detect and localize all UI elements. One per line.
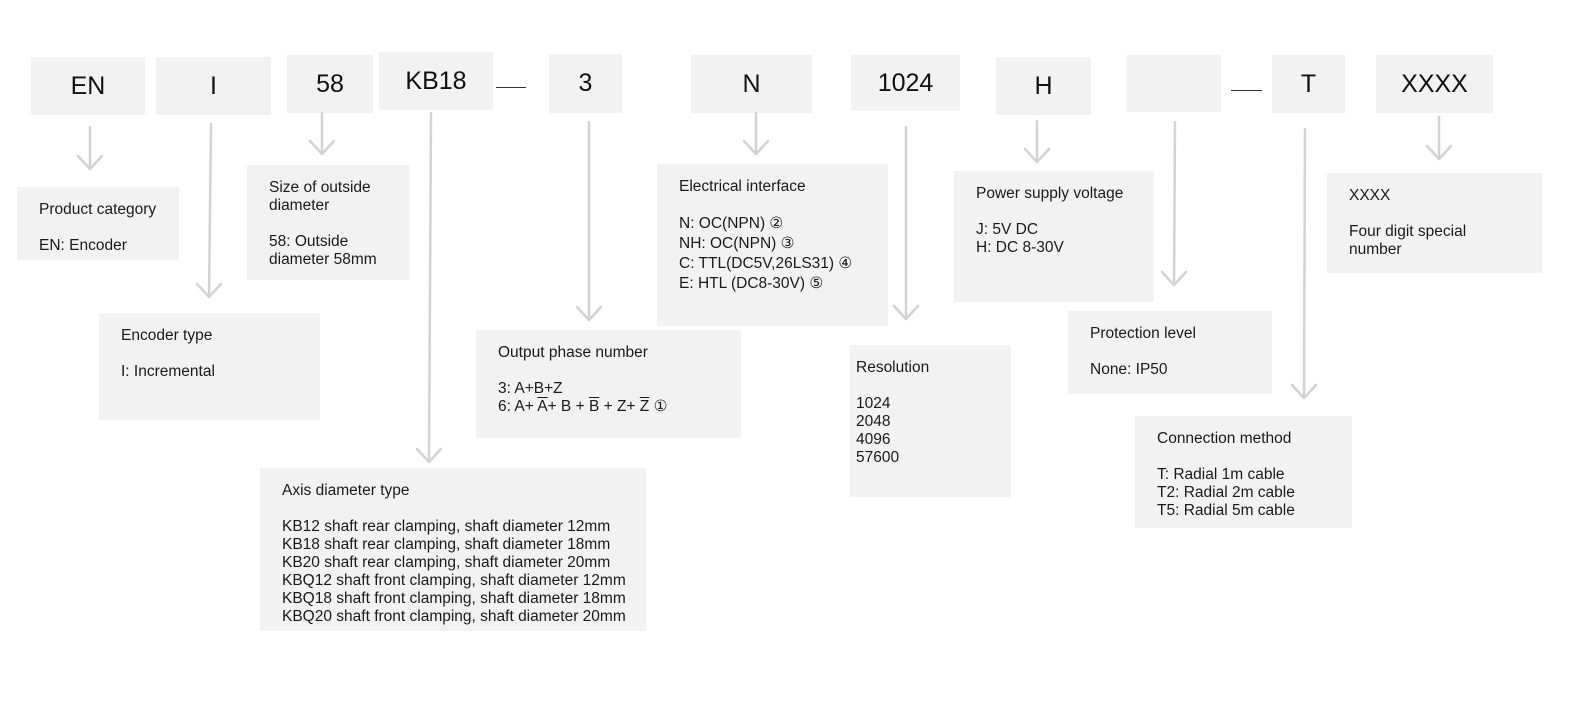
box-title: Protection level bbox=[1090, 325, 1196, 342]
box-line: 2048 bbox=[856, 413, 891, 430]
box-line: EN: Encoder bbox=[39, 237, 127, 254]
box-line: T5: Radial 5m cable bbox=[1157, 502, 1295, 519]
box-title: Product category bbox=[39, 201, 157, 218]
box-outside-diameter: Size of outside diameter 58: Outside dia… bbox=[247, 165, 410, 280]
code-segment-kb: KB18 bbox=[379, 52, 493, 110]
code-segment-phase: 3 bbox=[549, 54, 622, 113]
code-label: 3 bbox=[578, 69, 593, 97]
code-label: N bbox=[742, 69, 761, 98]
box-line: 4096 bbox=[856, 431, 891, 448]
box-title: XXXX bbox=[1349, 187, 1391, 204]
box-line: Four digit special number bbox=[1349, 223, 1467, 258]
box-output-phase: Output phase number 3: A+B+Z 6: A+ A+ B … bbox=[476, 330, 741, 438]
code-segment-en: EN bbox=[31, 57, 145, 115]
code-label: 58 bbox=[316, 69, 344, 98]
box-line: J: 5V DC bbox=[976, 221, 1039, 238]
box-line: T: Radial 1m cable bbox=[1157, 466, 1285, 483]
box-line: C: TTL(DC5V,26LS31) ④ bbox=[679, 255, 853, 272]
box-connection-method: Connection method T: Radial 1m cable T2:… bbox=[1135, 416, 1352, 528]
box-line: I: Incremental bbox=[121, 363, 215, 380]
code-segment-protection bbox=[1126, 55, 1221, 112]
phase-text: 6: A+ bbox=[498, 398, 538, 415]
code-label: I bbox=[210, 71, 217, 100]
code-label: KB18 bbox=[405, 66, 467, 95]
box-product-category: Product category EN: Encoder bbox=[17, 187, 179, 260]
arrow-encoder-type bbox=[207, 122, 213, 299]
box-line-phase6: 6: A+ A+ B + B + Z+ Z ① bbox=[498, 398, 719, 416]
box-axis-diameter: Axis diameter type KB12 shaft rear clamp… bbox=[260, 468, 646, 631]
box-line: KB20 shaft rear clamping, shaft diameter… bbox=[282, 554, 611, 571]
phase-note: ① bbox=[649, 398, 668, 415]
phase-text: + B + bbox=[547, 398, 589, 415]
code-segment-special: XXXX bbox=[1376, 55, 1493, 113]
box-special-number: XXXX Four digit special number bbox=[1327, 173, 1542, 273]
box-power-supply: Power supply voltage J: 5V DC H: DC 8-30… bbox=[954, 171, 1154, 302]
box-title: Encoder type bbox=[121, 327, 213, 344]
box-title: Axis diameter type bbox=[282, 482, 410, 499]
code-segment-connection: T bbox=[1272, 55, 1345, 113]
phase-a-inverted: A bbox=[537, 398, 548, 415]
code-segment-size: 58 bbox=[287, 55, 373, 113]
box-title: Size of outside diameter bbox=[269, 179, 371, 214]
code-segment-interface: N bbox=[691, 55, 812, 113]
box-line: H: DC 8-30V bbox=[976, 239, 1064, 256]
phase-z-inverted: Z bbox=[639, 398, 650, 415]
box-title: Electrical interface bbox=[679, 178, 806, 195]
phase-text: + Z+ bbox=[599, 398, 640, 415]
code-label: XXXX bbox=[1401, 69, 1468, 98]
box-line: KBQ18 shaft front clamping, shaft diamet… bbox=[282, 590, 626, 607]
box-line: None: IP50 bbox=[1090, 361, 1168, 378]
arrow-protection-level bbox=[1172, 120, 1177, 287]
box-electrical-interface: Electrical interface N: OC(NPN) ② NH: OC… bbox=[657, 164, 888, 326]
box-line: KB12 shaft rear clamping, shaft diameter… bbox=[282, 518, 611, 535]
code-label: H bbox=[1034, 71, 1053, 100]
box-title: Power supply voltage bbox=[976, 185, 1124, 202]
box-resolution: Resolution 1024 2048 4096 57600 bbox=[850, 345, 1011, 497]
box-protection-level: Protection level None: IP50 bbox=[1068, 311, 1272, 394]
box-line: KBQ20 shaft front clamping, shaft diamet… bbox=[282, 608, 626, 625]
arrow-axis-diameter bbox=[427, 111, 433, 464]
separator-dash bbox=[496, 87, 526, 89]
code-segment-i: I bbox=[156, 57, 271, 115]
code-label: 1024 bbox=[877, 68, 934, 97]
box-title: Output phase number bbox=[498, 344, 648, 361]
code-label: T bbox=[1300, 69, 1317, 98]
box-line: T2: Radial 2m cable bbox=[1157, 484, 1295, 501]
box-line: N: OC(NPN) ② bbox=[679, 215, 784, 232]
box-title: Resolution bbox=[856, 359, 930, 376]
box-title: Connection method bbox=[1157, 430, 1292, 447]
code-segment-voltage: H bbox=[996, 57, 1091, 115]
separator-dash bbox=[1231, 90, 1262, 92]
box-line: NH: OC(NPN) ③ bbox=[679, 235, 795, 252]
box-encoder-type: Encoder type I: Incremental bbox=[99, 313, 320, 420]
arrow-connection-method bbox=[1302, 127, 1307, 400]
code-label: EN bbox=[70, 71, 106, 100]
box-line: 57600 bbox=[856, 449, 900, 466]
box-line: KBQ12 shaft front clamping, shaft diamet… bbox=[282, 572, 626, 589]
box-line: 1024 bbox=[856, 395, 891, 412]
code-segment-resolution: 1024 bbox=[851, 55, 960, 111]
box-line: E: HTL (DC8-30V) ⑤ bbox=[679, 275, 824, 292]
box-line: KB18 shaft rear clamping, shaft diameter… bbox=[282, 536, 611, 553]
box-line: 3: A+B+Z bbox=[498, 380, 563, 397]
box-line: 58: Outside diameter 58mm bbox=[269, 233, 377, 268]
phase-b-inverted: B bbox=[588, 398, 600, 415]
